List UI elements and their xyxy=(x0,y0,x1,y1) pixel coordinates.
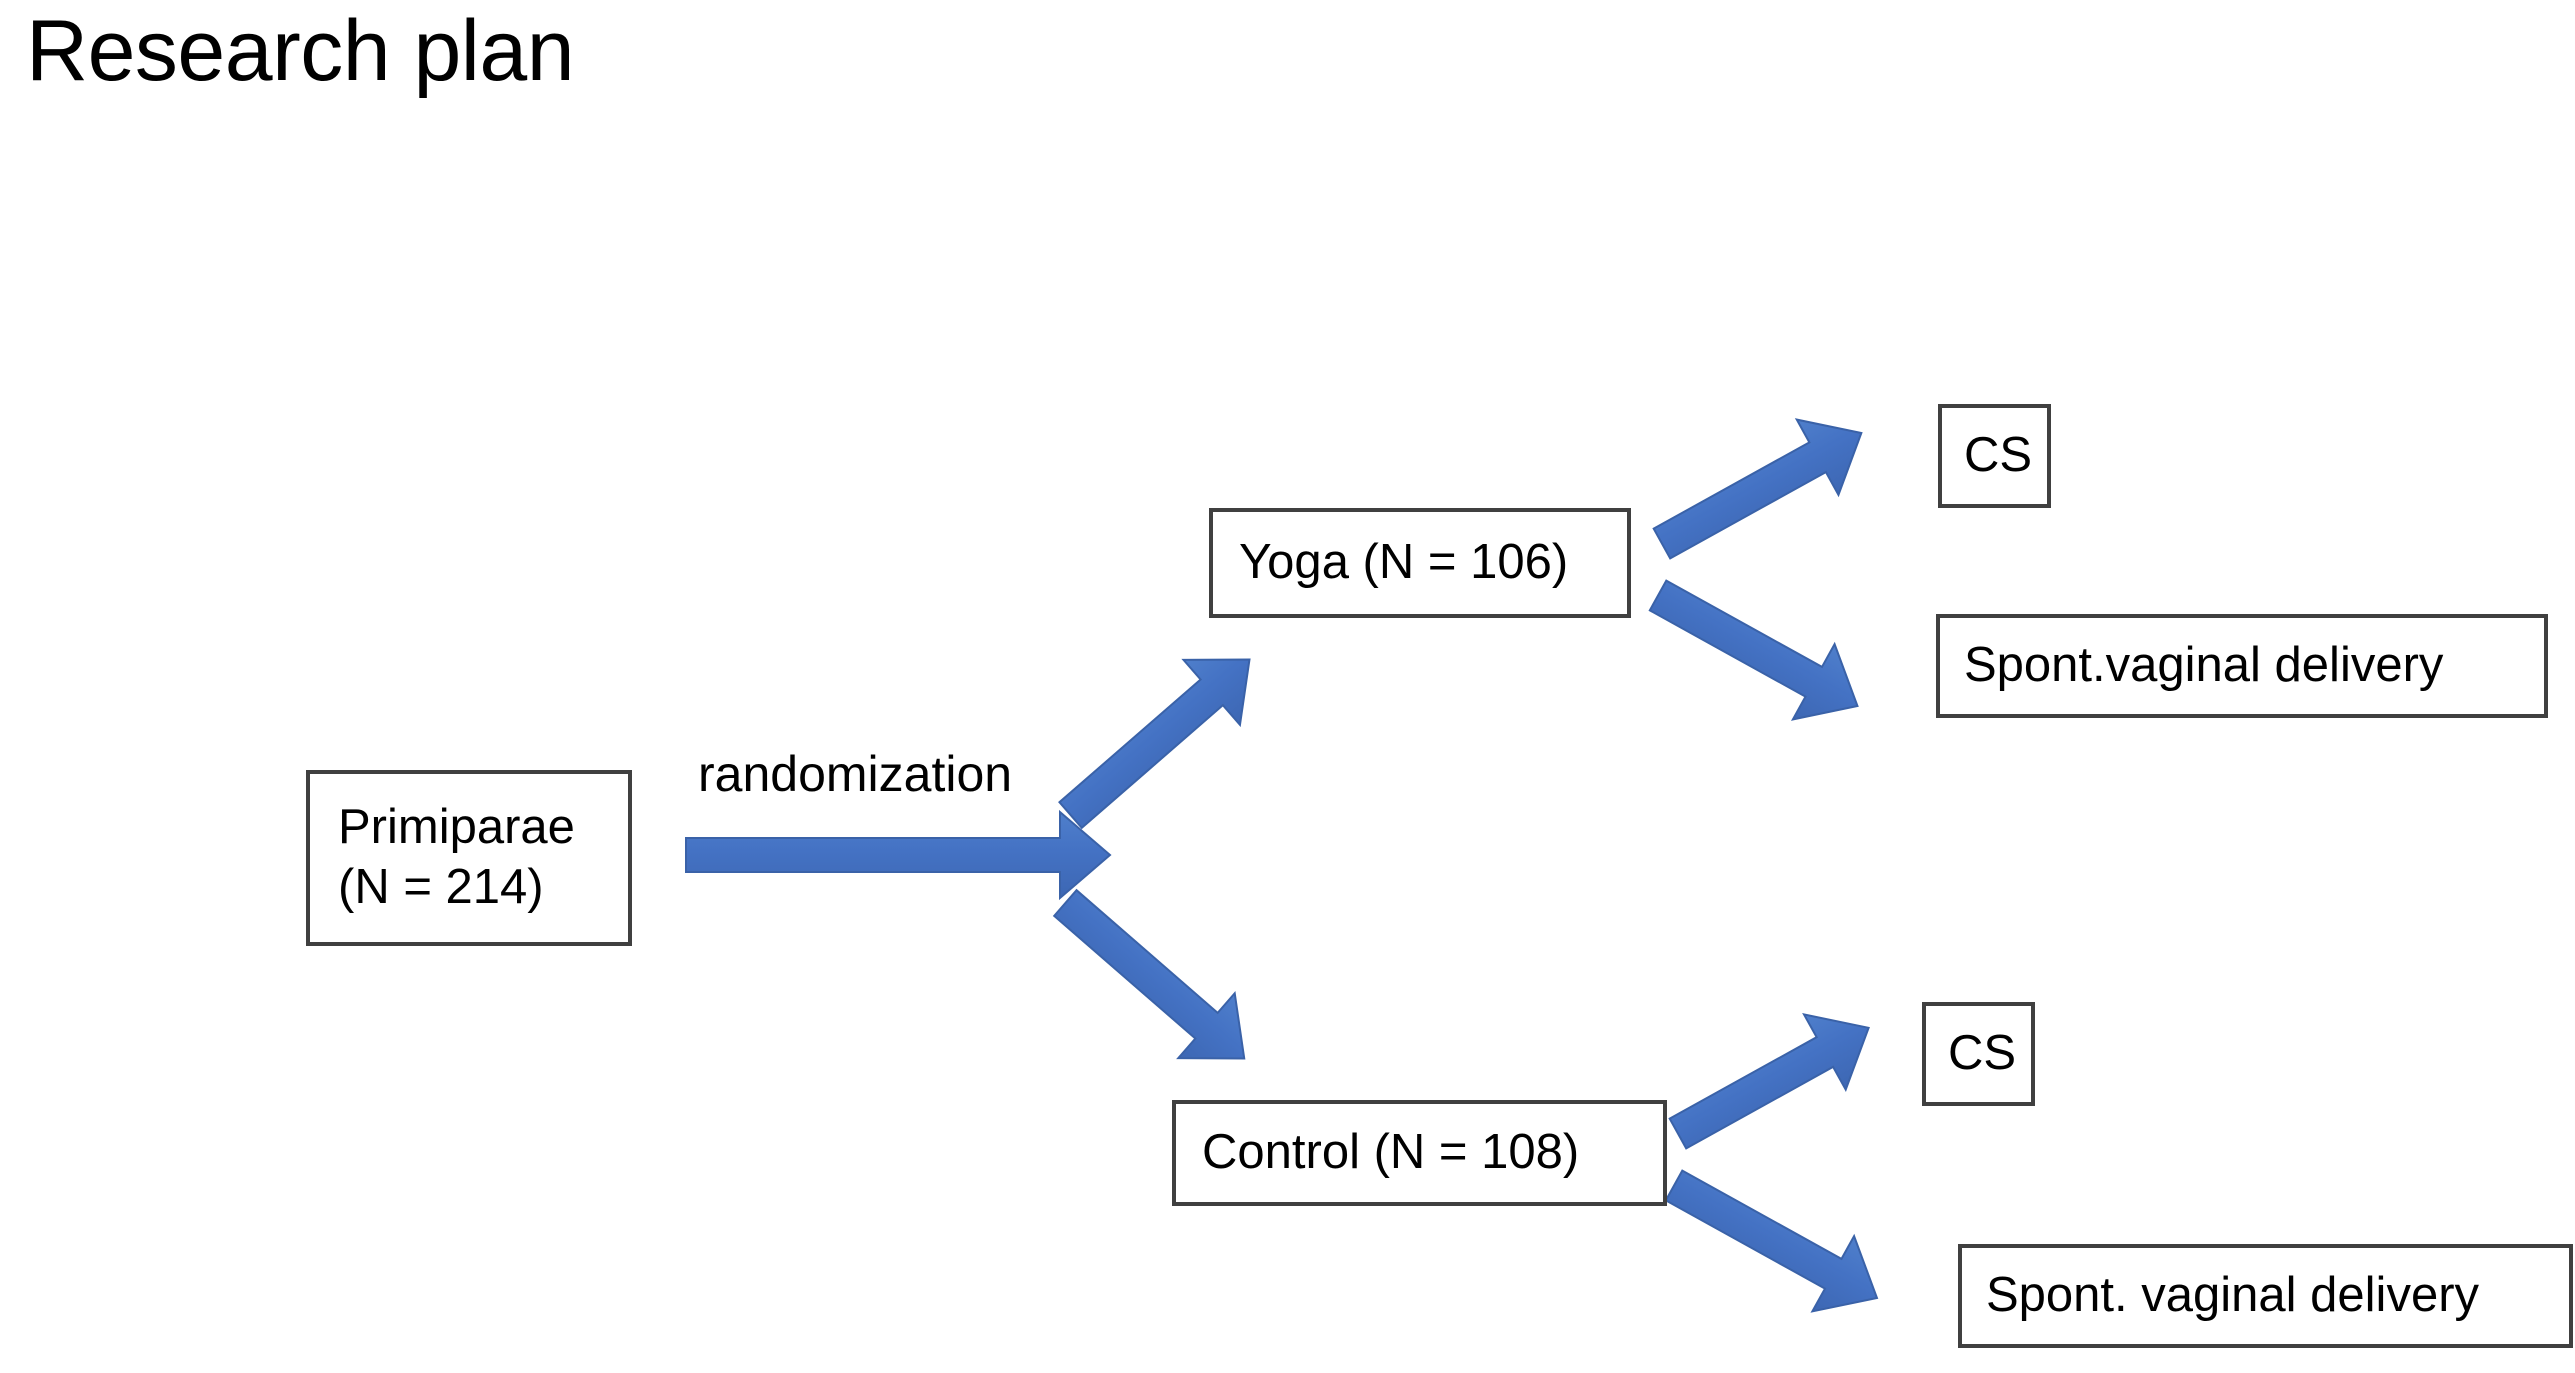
node-yoga-label: Yoga (N = 106) xyxy=(1239,535,1569,590)
arrow-yoga-to-cs xyxy=(1652,418,1863,560)
node-cs-top[interactable]: CS xyxy=(1938,404,2051,508)
arrow-control-to-spont xyxy=(1664,1169,1879,1313)
node-primiparae-label: Primiparae (N = 214) xyxy=(338,800,575,914)
node-cs-top-label: CS xyxy=(1964,428,2033,483)
node-spont-vaginal-delivery-bottom[interactable]: Spont. vaginal delivery xyxy=(1958,1244,2573,1348)
page-title: Research plan xyxy=(26,3,575,99)
node-cs-bottom[interactable]: CS xyxy=(1922,1002,2035,1106)
node-yoga[interactable]: Yoga (N = 106) xyxy=(1209,508,1631,618)
edge-label-randomization: randomization xyxy=(698,746,1013,802)
arrow-primiparae-to-junction xyxy=(685,809,1112,901)
node-control-label: Control (N = 108) xyxy=(1202,1125,1580,1180)
node-control[interactable]: Control (N = 108) xyxy=(1172,1100,1667,1206)
node-cs-bottom-label: CS xyxy=(1948,1026,2017,1081)
node-spont-vaginal-delivery-top-label: Spont.vaginal delivery xyxy=(1964,638,2444,693)
arrow-yoga-to-spont xyxy=(1648,579,1859,721)
node-primiparae[interactable]: Primiparae (N = 214) xyxy=(306,770,632,946)
node-spont-vaginal-delivery-bottom-label: Spont. vaginal delivery xyxy=(1986,1268,2480,1323)
arrow-junction-to-yoga xyxy=(1058,658,1251,830)
arrow-junction-to-control xyxy=(1052,888,1246,1060)
node-spont-vaginal-delivery-top[interactable]: Spont.vaginal delivery xyxy=(1936,614,2548,718)
arrow-control-to-cs xyxy=(1668,1013,1870,1150)
